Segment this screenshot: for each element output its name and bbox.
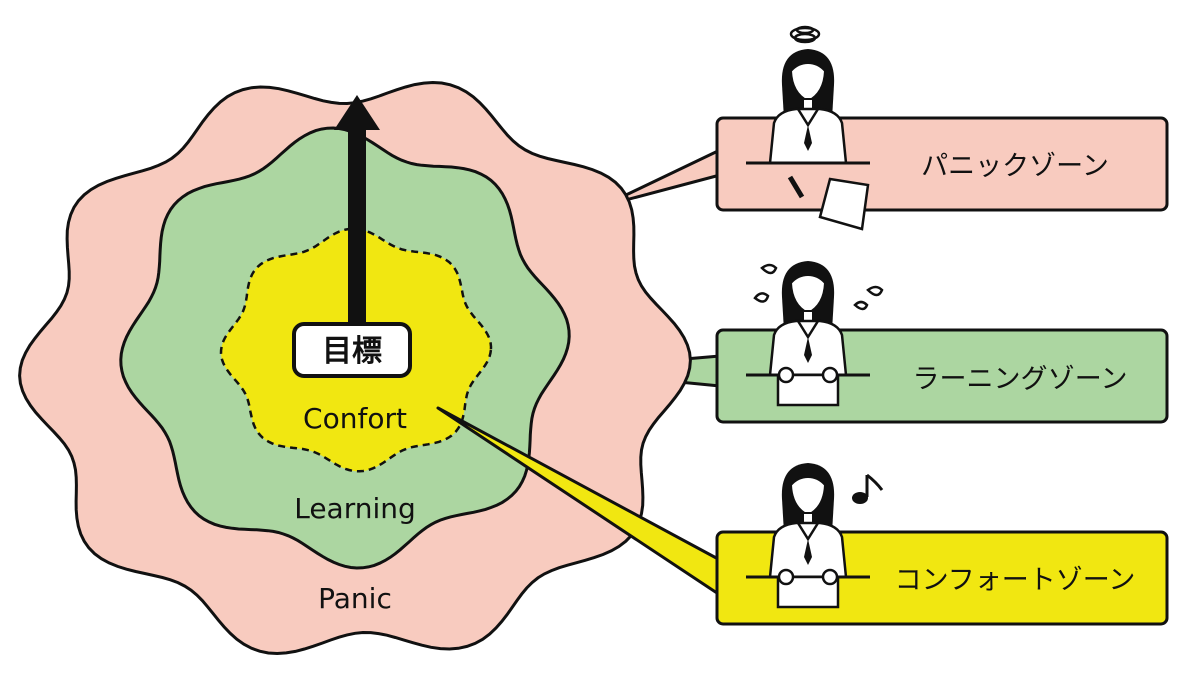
comfort-zone-label: Confort [303,402,407,435]
comfort-student-icon [744,461,872,609]
learning-zone-label: Learning [294,492,416,525]
learning-callout-label: ラーニングゾーン [913,364,1128,395]
goal-box [292,322,412,378]
panic-student-icon [744,47,872,231]
music-note-icon [852,473,884,504]
panic-callout-label: パニックゾーン [921,151,1109,182]
confused-swirl-icon [789,25,821,44]
goal-label: 目標 [322,334,382,369]
sweat-drops-icon [753,263,884,311]
goal-arrow [334,95,380,332]
comfort-callout-label: コンフォートゾーン [895,565,1136,596]
learning-student-icon [744,259,872,407]
panic-zone-label: Panic [318,582,392,615]
